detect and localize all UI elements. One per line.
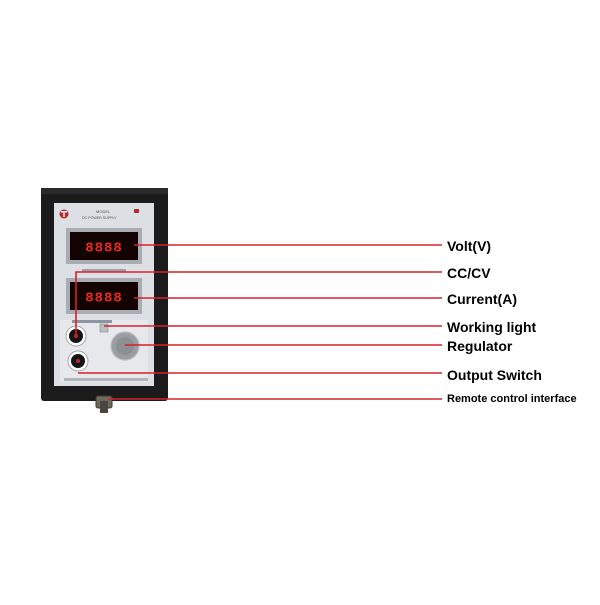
- callout-line-cccv: [75, 271, 442, 334]
- panel-strip: [82, 269, 126, 272]
- regulator-knob-center: [116, 337, 134, 355]
- label-regulator: Regulator: [447, 338, 513, 354]
- power-supply-device: MODEL DC POWER SUPPLY 8888 8888: [41, 188, 168, 413]
- volt-display-readout: 8888: [85, 241, 123, 257]
- brand-logo: [59, 209, 69, 219]
- panel-text-line2: DC POWER SUPPLY: [82, 216, 117, 220]
- volt-display: [70, 232, 138, 260]
- cccv-indicator: [74, 334, 78, 338]
- label-working-light: Working light: [447, 319, 537, 335]
- current-display: [70, 282, 138, 310]
- label-current: Current(A): [447, 291, 517, 307]
- current-display-readout: 8888: [85, 291, 123, 307]
- panel-text-line1: MODEL: [96, 209, 111, 214]
- output-switch-indicator: [76, 359, 80, 363]
- label-remote: Remote control interface: [447, 393, 577, 405]
- label-output-switch: Output Switch: [447, 367, 542, 383]
- panel-mark: [134, 209, 139, 213]
- callout-lines: [75, 244, 442, 400]
- case-top-edge: [41, 188, 168, 194]
- label-volt: Volt(V): [447, 238, 492, 254]
- panel-bottom-strip: [64, 378, 148, 381]
- working-light: [99, 323, 109, 333]
- control-strip: [72, 320, 112, 323]
- remote-connector-neck: [100, 401, 108, 413]
- label-cccv: CC/CV: [447, 265, 491, 281]
